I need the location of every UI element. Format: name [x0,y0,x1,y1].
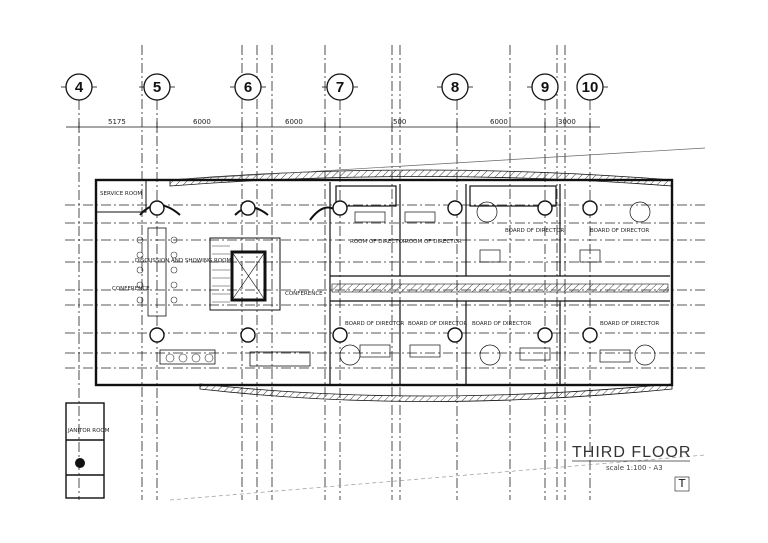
drain-marker [75,458,85,468]
drawing-scale: scale 1:100 - A3 [606,464,663,472]
room-label-board-bot-1: BOARD OF DIRECTOR [345,321,404,327]
dim-1: 5175 [108,118,126,126]
room-label-discussion: DISCUSSION AND SHOWING ROOM [135,258,231,264]
dim-3: 6000 [285,118,303,126]
building-outline [94,178,674,387]
grid-label-6: 6 [244,79,252,96]
room-label-director-1: ROOM OF DIRECTOR [350,239,407,245]
grid-bubbles [65,73,604,101]
room-label-director-2: ROOM OF DIRECTOR [405,239,462,245]
room-label-conference-right: CONFERENCE [285,291,323,297]
grid-label-9: 9 [541,79,549,96]
dim-2: 6000 [193,118,211,126]
stair-treads [212,245,230,303]
grid-label-7: 7 [336,79,344,96]
chairs [136,236,214,363]
corridor-hatch [331,283,669,293]
round-tables [339,201,656,366]
north-mark-box [674,476,690,492]
room-label-board-top-2: BOARD OF DIRECTOR [590,228,649,234]
facade-top-hatch [169,169,673,187]
columns [149,200,598,343]
grid-label-4: 4 [75,79,84,96]
dim-6: 3000 [558,118,576,126]
elevator-shaft [230,250,267,302]
drawing-title: THIRD FLOOR [572,444,691,461]
room-label-service: SERVICE ROOM [100,191,142,197]
room-label-board-bot-2: BOARD OF DIRECTOR [408,321,467,327]
site-line-2 [169,454,706,501]
site-boundary-line [169,147,706,181]
north-mark: T [678,477,686,490]
stair-core [209,237,281,311]
grid-label-10: 10 [582,79,599,96]
grid-label-8: 8 [451,79,459,96]
dim-5: 6000 [490,118,508,126]
grid-label-5: 5 [153,79,161,96]
conference-table [147,227,311,367]
room-label-board-bot-3: BOARD OF DIRECTOR [472,321,531,327]
room-label-conference-left: CONFERENCE [112,286,150,292]
room-label-board-top-1: BOARD OF DIRECTOR [505,228,564,234]
room-label-board-bot-4: BOARD OF DIRECTOR [600,321,659,327]
facade-bottom-hatch [199,383,673,402]
room-label-janitor: JANITOR ROOM [67,428,110,434]
dim-4: 500 [393,118,406,126]
vertical-grid-lines [78,45,591,500]
office-desks [354,211,631,363]
interior-walls [329,182,670,384]
service-room [95,179,147,213]
adjacent-block [65,402,105,499]
dimension-line [66,122,600,132]
